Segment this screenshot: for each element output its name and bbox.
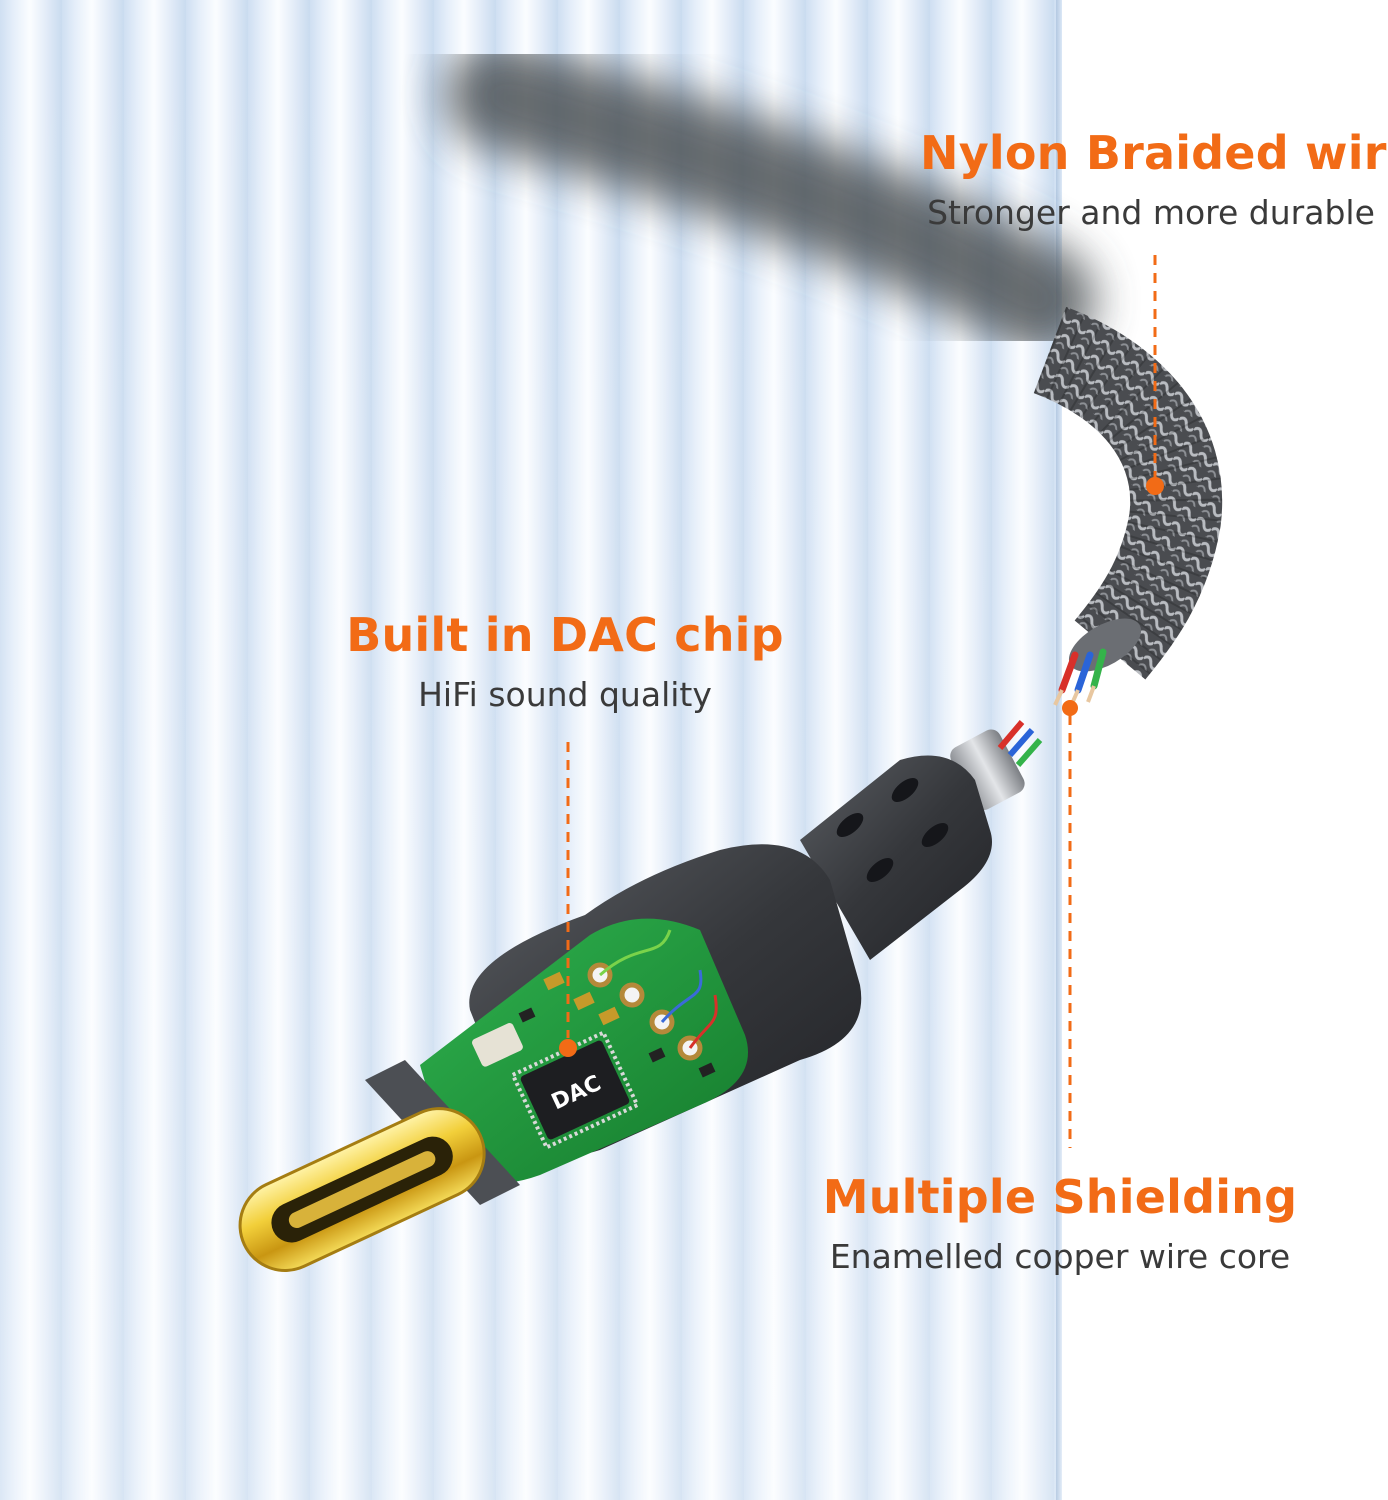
usb-c-plug: [238, 1107, 486, 1272]
strain-relief: [800, 755, 992, 960]
dac-leader-dot: [559, 1039, 577, 1057]
nylon-leader-dot: [1146, 477, 1164, 495]
callout-dac-subtitle: HiFi sound quality: [418, 674, 712, 714]
callout-nylon-braided: Nylon Braided wire Stronger and more dur…: [920, 126, 1388, 232]
blurred-cable-segment: [445, 40, 1095, 355]
callout-nylon-subtitle: Stronger and more durable: [927, 192, 1375, 232]
dac-chip: DAC: [510, 1029, 640, 1151]
callout-dac-chip: Built in DAC chip HiFi sound quality: [330, 610, 800, 714]
callout-multiple-shielding: Multiple Shielding Enamelled copper wire…: [810, 1172, 1310, 1276]
pcb-components: [472, 929, 718, 1078]
callout-shield-subtitle: Enamelled copper wire core: [829, 1236, 1291, 1276]
nylon-braided-cable: [1032, 306, 1223, 680]
shield-leader-dot: [1062, 700, 1078, 716]
callout-nylon-title: Nylon Braided wire: [920, 126, 1388, 180]
callout-shield-title: Multiple Shielding: [822, 1170, 1298, 1224]
callout-dac-title: Built in DAC chip: [346, 608, 784, 662]
